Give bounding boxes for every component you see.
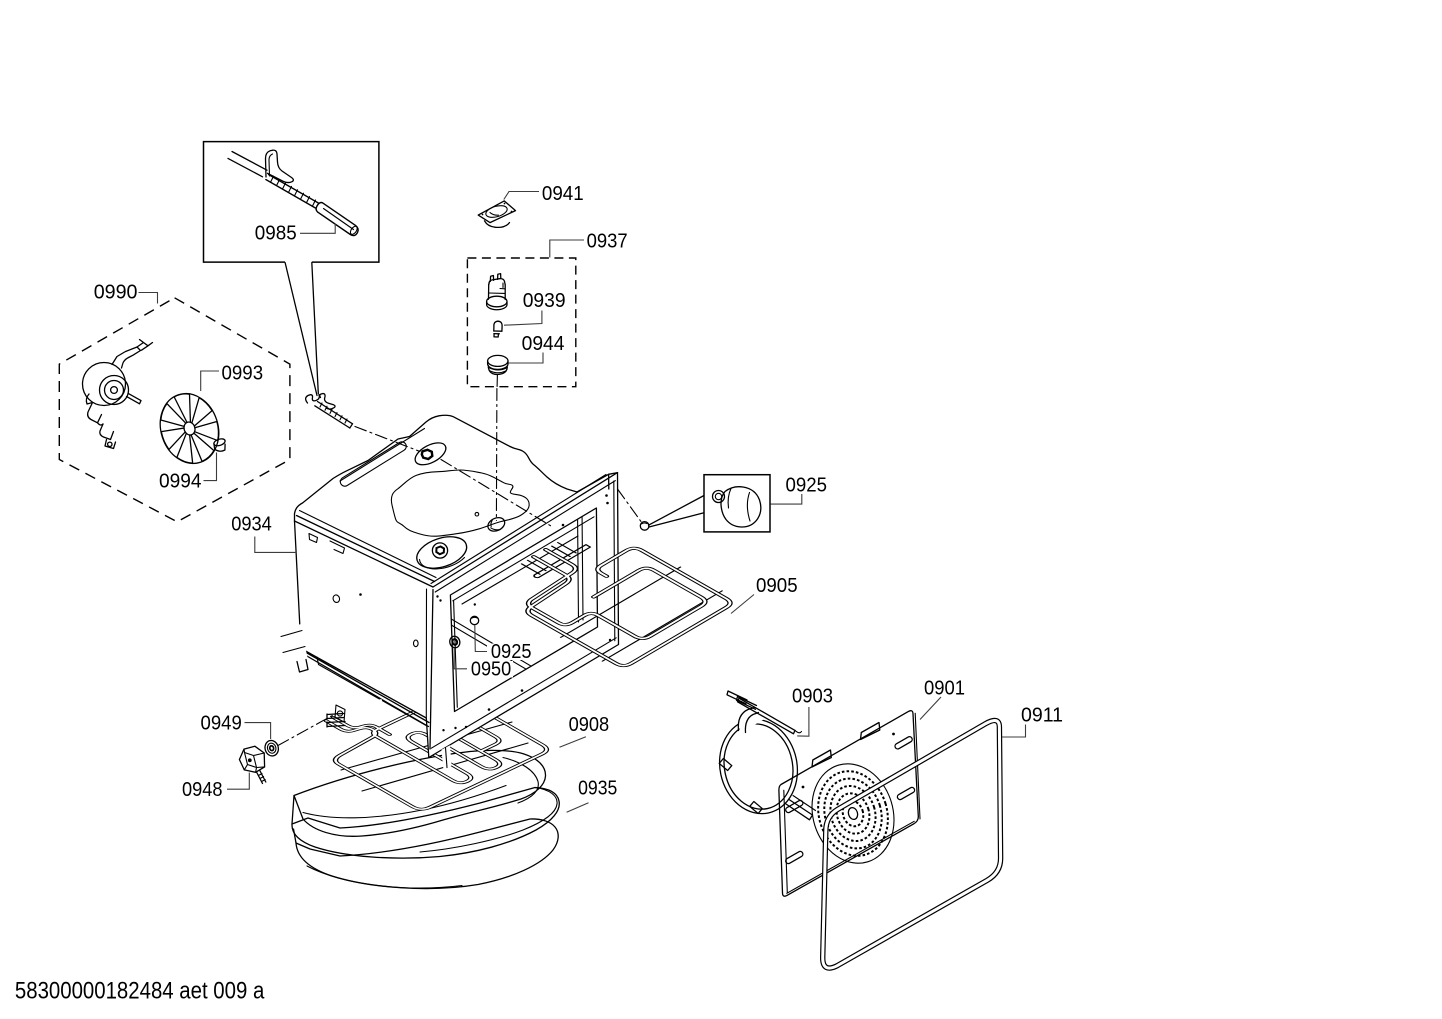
svg-text:0903: 0903 [792, 685, 833, 707]
svg-text:0934: 0934 [231, 513, 272, 535]
svg-text:0901: 0901 [924, 678, 965, 700]
svg-text:0994: 0994 [159, 471, 202, 493]
svg-text:0925: 0925 [786, 475, 828, 497]
svg-text:0937: 0937 [587, 230, 628, 252]
svg-text:0925: 0925 [491, 641, 532, 663]
svg-text:0939: 0939 [523, 290, 566, 312]
svg-text:0985: 0985 [255, 223, 297, 245]
svg-text:0911: 0911 [1021, 704, 1063, 726]
svg-text:0905: 0905 [756, 575, 798, 597]
svg-text:0948: 0948 [182, 779, 223, 801]
svg-text:0990: 0990 [94, 282, 138, 304]
svg-text:58300000182484 aet 009 a: 58300000182484 aet 009 a [15, 978, 265, 1005]
svg-text:0949: 0949 [201, 712, 242, 734]
svg-text:0935: 0935 [578, 777, 617, 799]
svg-text:0950: 0950 [471, 658, 511, 680]
svg-text:0941: 0941 [542, 183, 584, 205]
svg-text:0908: 0908 [569, 714, 610, 736]
svg-text:0944: 0944 [522, 333, 565, 355]
svg-text:0993: 0993 [222, 362, 264, 384]
